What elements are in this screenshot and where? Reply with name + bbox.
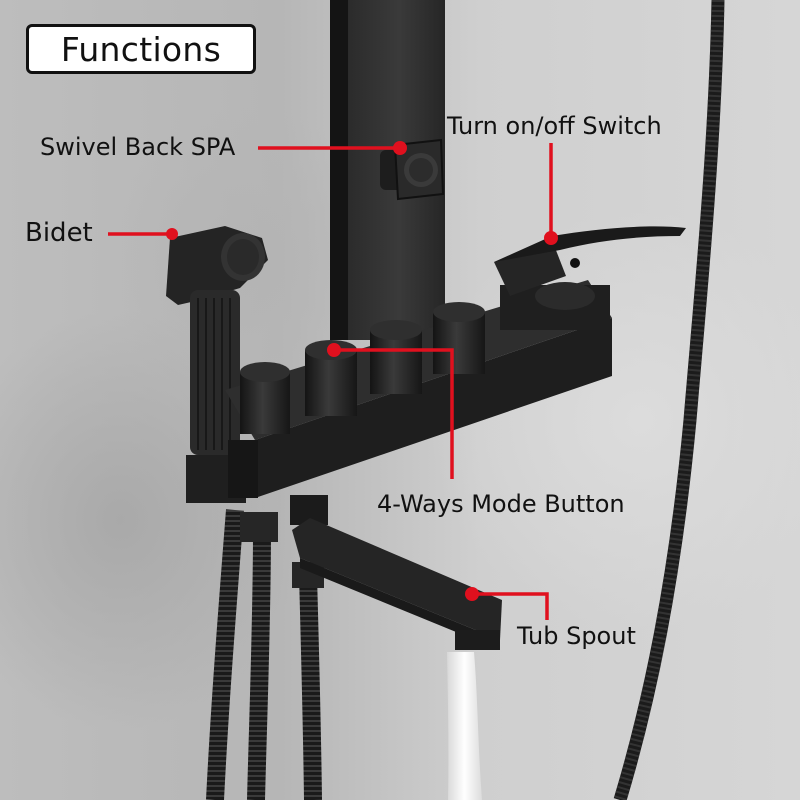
mode-button-4 bbox=[433, 302, 485, 374]
callout-lines bbox=[108, 143, 553, 620]
on-off-lever bbox=[494, 226, 686, 330]
swivel-back-spa-jet bbox=[380, 138, 445, 201]
bidet-sprayer bbox=[166, 226, 268, 503]
tub-spout-fixture bbox=[292, 518, 502, 650]
shower-hose-right bbox=[613, 0, 725, 800]
page-title: Functions bbox=[60, 29, 222, 69]
callout-dot-mode bbox=[327, 343, 341, 357]
title-box: Functions bbox=[26, 24, 256, 74]
callout-dot-spa bbox=[393, 141, 407, 155]
callout-dots bbox=[166, 141, 558, 601]
mode-buttons bbox=[240, 302, 485, 434]
lower-hoses bbox=[206, 509, 324, 800]
callout-dot-switch bbox=[544, 231, 558, 245]
label-turn-on-off-switch: Turn on/off Switch bbox=[447, 112, 662, 140]
mode-button-3 bbox=[370, 320, 422, 394]
label-swivel-back-spa: Swivel Back SPA bbox=[40, 133, 236, 161]
water-stream-icon bbox=[447, 652, 482, 800]
label-bidet: Bidet bbox=[25, 218, 93, 248]
label-tub-spout: Tub Spout bbox=[517, 622, 636, 650]
mode-button-2 bbox=[305, 340, 357, 416]
mode-button-1 bbox=[240, 362, 290, 434]
label-4-ways-mode-button: 4-Ways Mode Button bbox=[377, 490, 625, 518]
callout-dot-bidet bbox=[166, 228, 178, 240]
callout-line-mode bbox=[334, 348, 454, 479]
callout-dot-spout bbox=[465, 587, 479, 601]
callout-line-spout bbox=[472, 592, 549, 620]
